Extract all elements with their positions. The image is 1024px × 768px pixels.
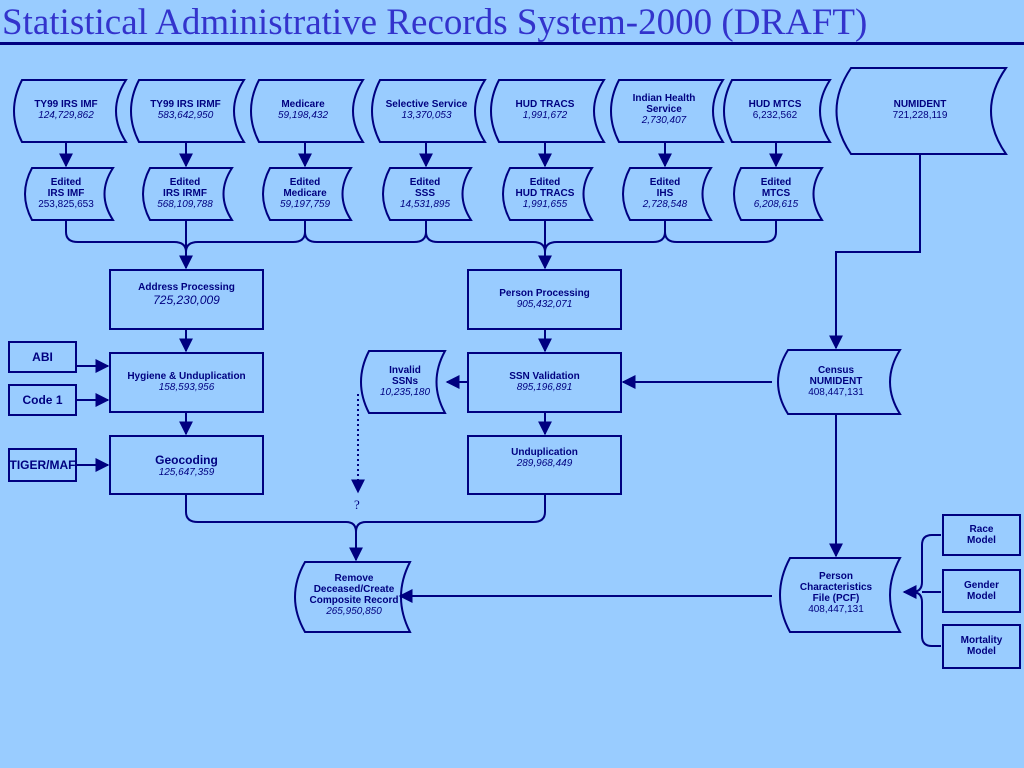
mortality-model-box [942,624,1021,669]
edited-shape-irs-imf [24,167,115,221]
invalid-ssns-shape [360,350,447,414]
source-shape-hud-mtcs [723,79,832,143]
source-shape-ty99-irs-imf [13,79,128,143]
source-shape-numident [835,67,1008,155]
edited-shape-medicare [262,167,353,221]
merge-bracket [65,220,777,253]
remove-deceased-shape [294,561,412,633]
code1-label: Code 1 [22,393,63,407]
edited-shape-irs-irmf [142,167,234,221]
title-underline [0,42,1024,45]
source-shape-ty99-irs-irmf [130,79,246,143]
page-title: Statistical Administrative Records Syste… [2,2,868,43]
census-numident-shape [777,349,902,415]
model-brace [911,534,941,647]
conn-numident-census [829,154,921,350]
edited-shape-hud-tracs [502,167,594,221]
pcf-shape [779,557,902,633]
gender-model-box [942,569,1021,613]
edited-shape-mtcs [733,167,824,221]
merge-bottom [185,494,546,533]
source-shape-indian-health-service [610,79,725,143]
source-shape-hud-tracs [490,79,606,143]
source-shape-medicare [250,79,365,143]
abi-box [8,341,77,373]
race-model-box [942,514,1021,556]
question-mark: ? [354,497,360,512]
tiger-label: TIGER/MAF [9,458,76,472]
source-shape-selective-service [371,79,487,143]
abi-label: ABI [32,350,53,364]
edited-shape-sss [382,167,473,221]
edited-shape-ihs [622,167,713,221]
